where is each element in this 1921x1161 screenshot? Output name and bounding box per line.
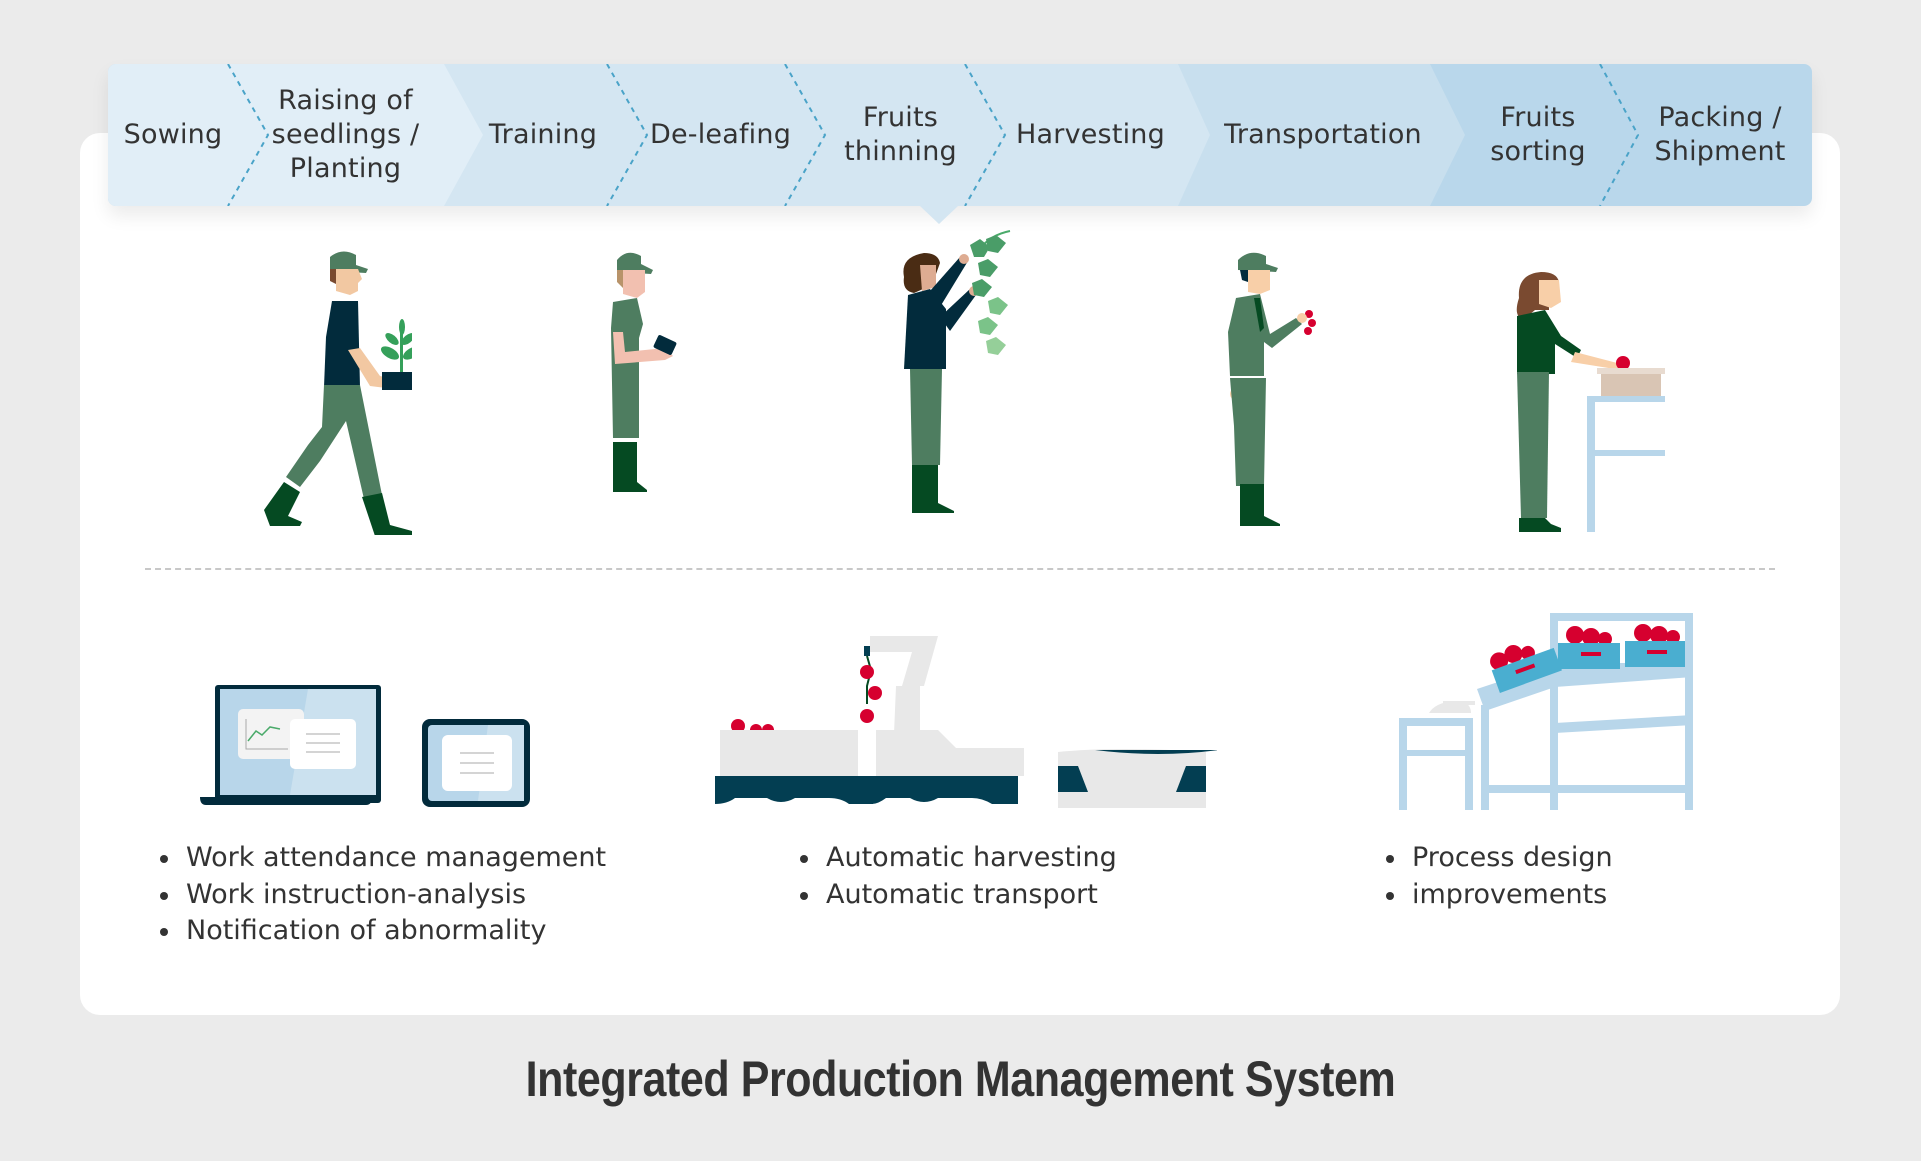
boot-icon [613, 442, 647, 492]
plant-pot-icon [382, 372, 412, 390]
feature-item: Automatic harvesting [798, 840, 1117, 877]
laptop-icon [200, 685, 381, 805]
step-fruits-sorting: Fruits sorting [1490, 102, 1586, 167]
worker-harvesting-illustration [1228, 252, 1316, 526]
cap-icon [330, 251, 368, 273]
worker-packing-illustration [1516, 272, 1665, 532]
dashed-separator [227, 64, 270, 206]
feature-item: Automatic transport [798, 877, 1117, 914]
step-transportation: Transportation [1224, 119, 1422, 150]
boot-icon [264, 482, 302, 526]
step-de-leafing: De-leafing [649, 119, 792, 150]
process-banner: Sowing Raising of seedlings / Planting T… [108, 64, 1812, 224]
laptop-and-tablet-illustration [200, 685, 530, 807]
tomato-crates-icon [1490, 624, 1685, 693]
boot-icon [362, 493, 412, 535]
step-packing-shipment: Packing / Shipment [1654, 102, 1786, 167]
step-raising-seedlings: Raising of seedlings / Planting [271, 85, 420, 184]
carrier-robot-icon [715, 719, 873, 804]
boot-icon [912, 465, 954, 513]
cherry-tomatoes-icon [1304, 310, 1316, 335]
worker-training-illustration [611, 252, 677, 492]
dashed-separator [784, 64, 827, 206]
tomato-icon [1616, 356, 1630, 370]
harvest-robots-illustration [715, 636, 1217, 808]
harvesting-robot-arm-icon [860, 636, 1024, 804]
packing-table-icon [1587, 396, 1665, 532]
feature-item: Notification of abnormality [158, 913, 606, 950]
boot-icon [1240, 484, 1280, 526]
worker-planting-illustration [264, 251, 412, 535]
step-sowing: Sowing [123, 119, 223, 150]
seedling-icon [380, 319, 412, 372]
feature-item: improvements [1384, 877, 1613, 914]
dashed-separator [964, 64, 1007, 206]
handheld-tablet-icon [653, 335, 677, 355]
transport-robot-icon [1058, 749, 1217, 808]
cap-icon [617, 252, 653, 274]
boot-icon [1519, 518, 1561, 532]
shelving-process-illustration [1399, 613, 1693, 810]
step-fruits-thinning: Fruits thinning [844, 102, 957, 167]
cardboard-box-icon [1601, 370, 1661, 396]
cap-icon [1238, 252, 1278, 272]
feature-list-process: Process design improvements [1384, 840, 1613, 913]
step-harvesting: Harvesting [1016, 119, 1165, 150]
active-step-pointer [920, 206, 958, 224]
banner-background [108, 64, 1812, 224]
page-title: Integrated Production Management System [525, 1051, 1396, 1107]
section-divider [145, 568, 1775, 570]
vine-leaves-icon [970, 235, 1008, 355]
feature-item: Work attendance management [158, 840, 606, 877]
feature-list-automation: Automatic harvesting Automatic transport [798, 840, 1117, 913]
band-1 [108, 64, 483, 206]
dashed-separator [606, 64, 649, 206]
worker-deleafing-illustration [903, 230, 1011, 513]
feature-item: Process design [1384, 840, 1613, 877]
step-training: Training [488, 119, 598, 150]
feature-list-management: Work attendance management Work instruct… [158, 840, 606, 950]
feature-item: Work instruction-analysis [158, 877, 606, 914]
tablet-icon [422, 719, 530, 807]
dashed-separator [1599, 64, 1640, 206]
